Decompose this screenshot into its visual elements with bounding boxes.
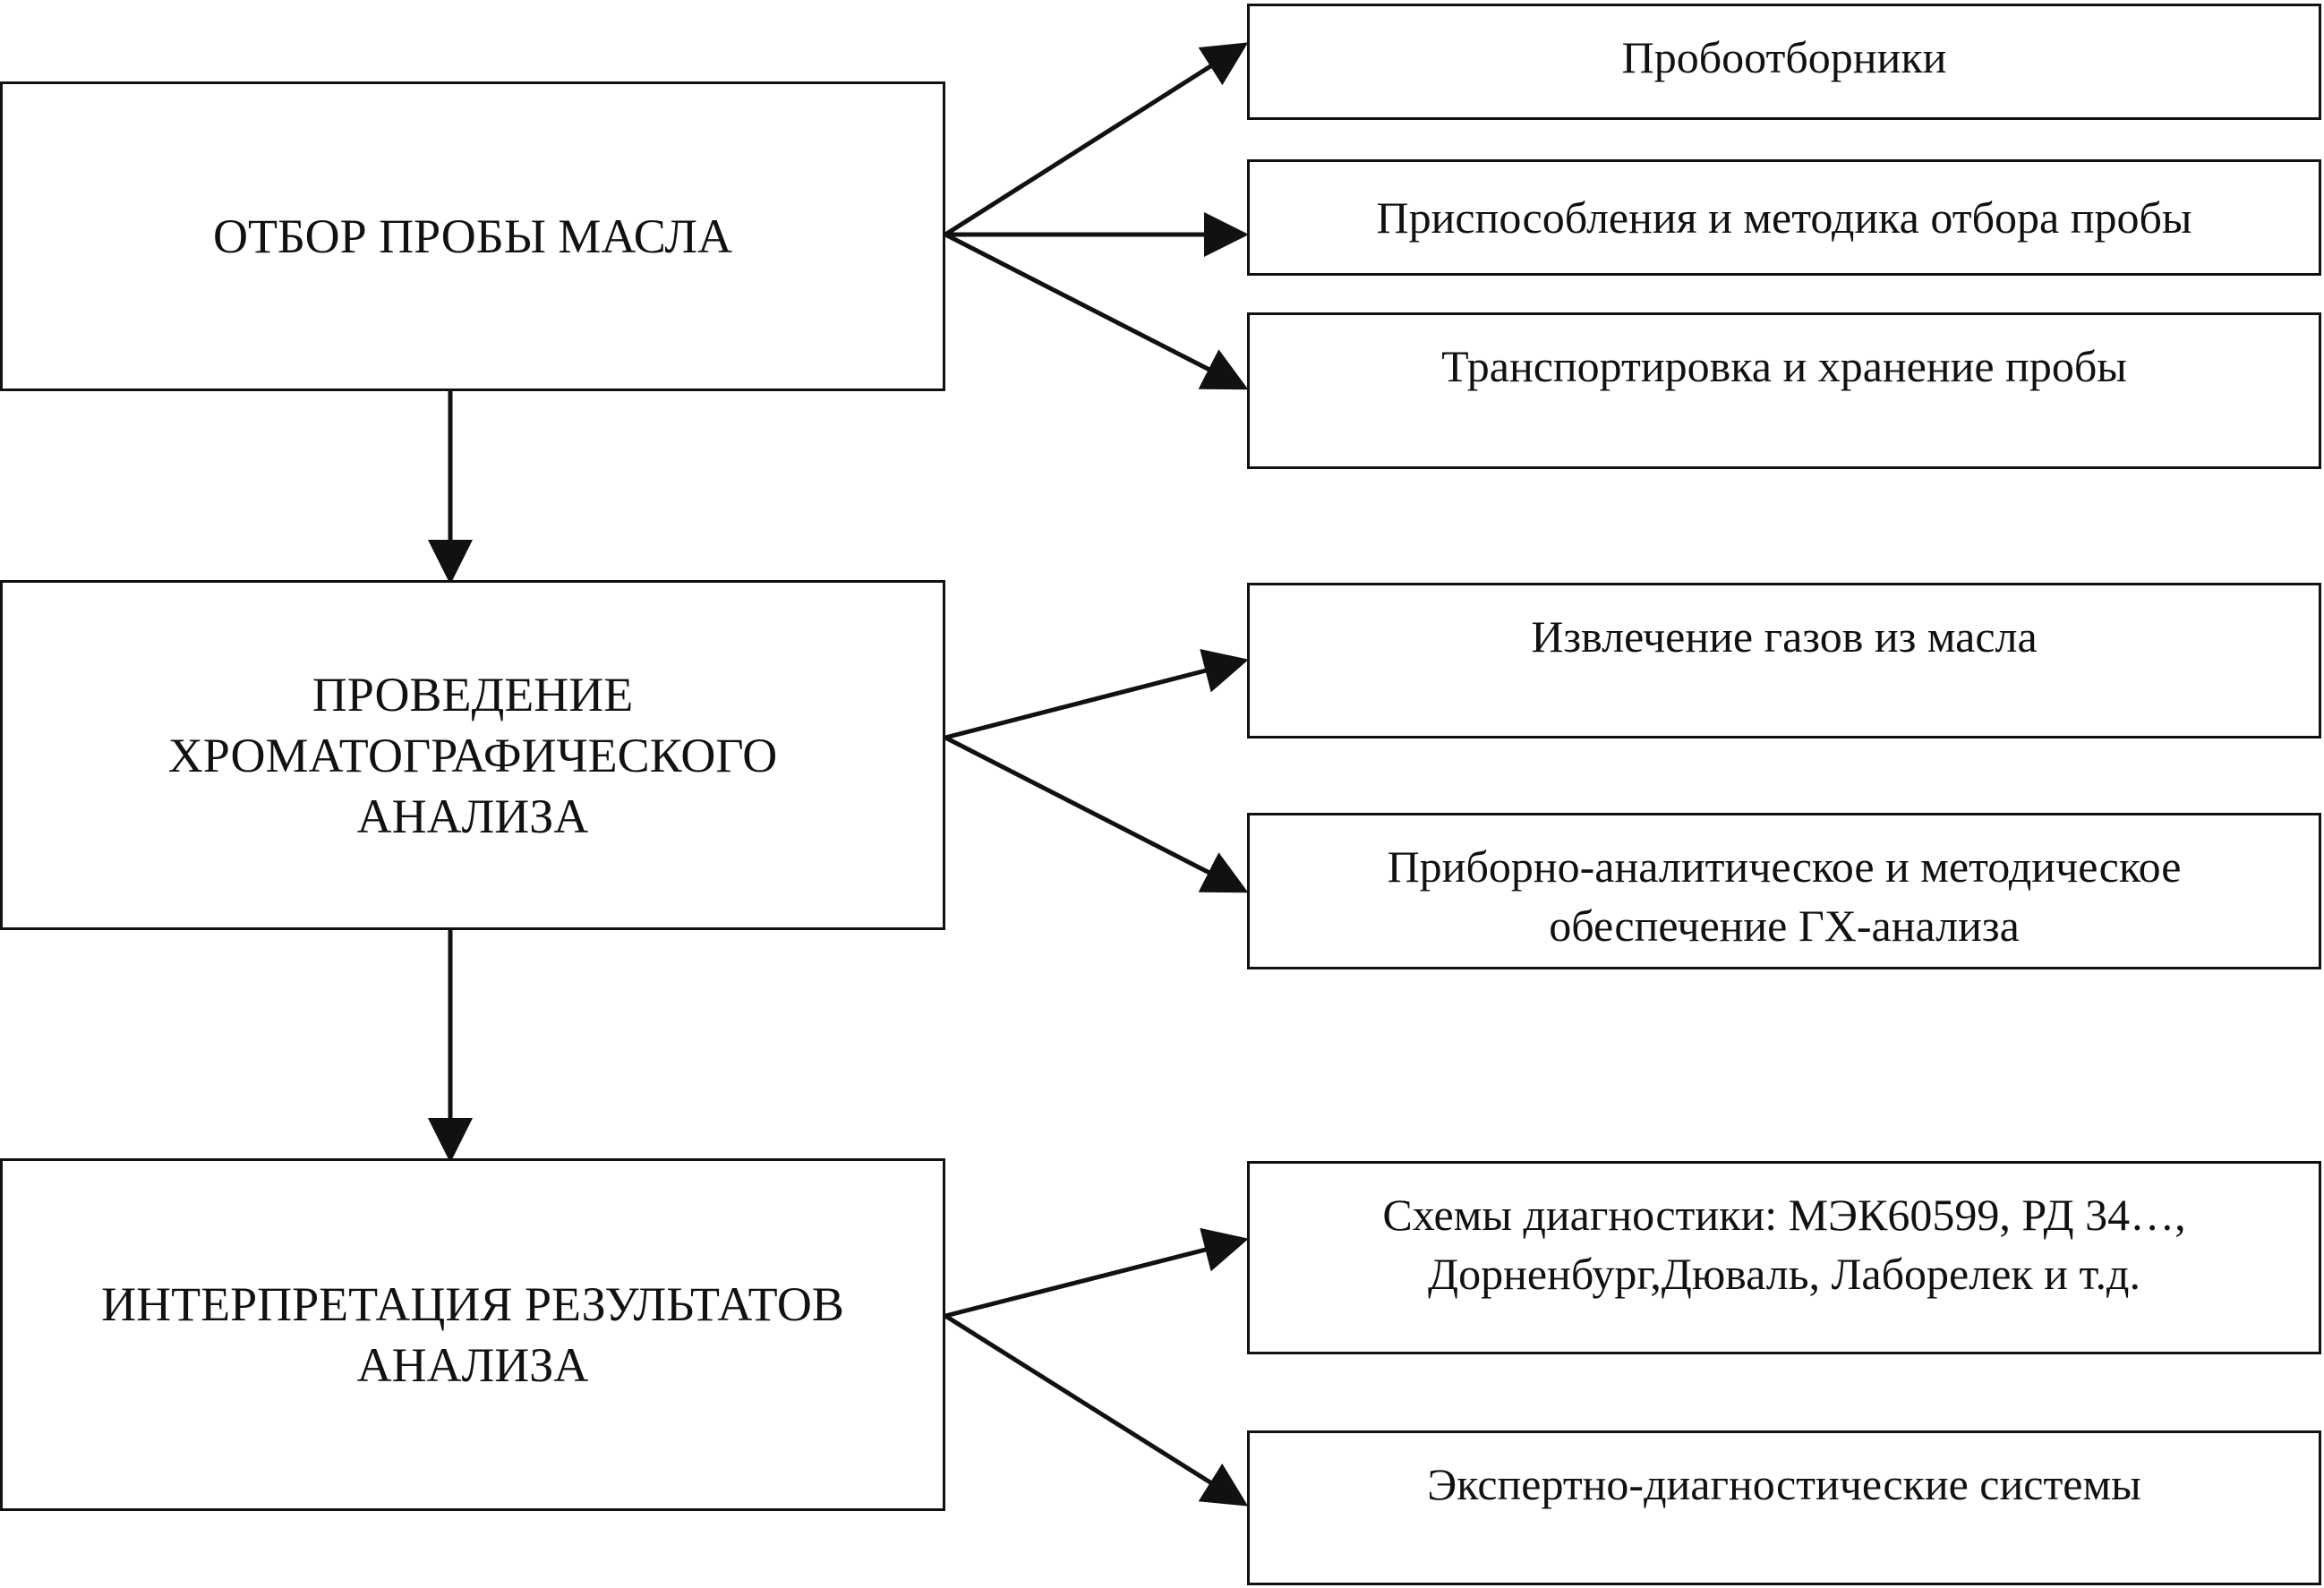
stage-label: ОТБОР ПРОБЫ МАСЛА [212, 209, 733, 263]
arrow-interpretation-1 [944, 1227, 1249, 1319]
arrow-sampling-1 [944, 42, 1249, 237]
stage-box-chromatographic-analysis: ПРОВЕДЕНИЕ ХРОМАТОГРАФИЧЕСКОГО АНАЛИЗА [0, 580, 945, 930]
stage-box-oil-sampling: ОТБОР ПРОБЫ МАСЛА [0, 81, 945, 391]
detail-box-transport-storage: Транспортировка и хранение пробы [1247, 312, 2321, 469]
stage-label: ПРОВЕДЕНИЕ ХРОМАТОГРАФИЧЕСКОГО АНАЛИЗА [167, 667, 778, 843]
stage-box-results-interpretation: ИНТЕРПРЕТАЦИЯ РЕЗУЛЬТАТОВ АНАЛИЗА [0, 1158, 945, 1511]
detail-box-samplers: Пробоотборники [1247, 4, 2321, 120]
arrow-analysis-1 [944, 649, 1249, 740]
stage-label: ИНТЕРПРЕТАЦИЯ РЕЗУЛЬТАТОВ АНАЛИЗА [101, 1277, 844, 1392]
detail-box-instrumental-support: Приборно-аналитическое и методическое об… [1247, 813, 2321, 969]
detail-box-sampling-devices-method: Приспособления и методика отбора пробы [1247, 159, 2321, 276]
detail-box-diagnostic-schemes: Схемы диагностики: МЭК60599, РД 34…, Дор… [1247, 1161, 2321, 1354]
detail-box-expert-systems: Экспертно-диагностические системы [1247, 1430, 2321, 1585]
arrow-sampling-3 [944, 232, 1249, 390]
arrow-interpretation-2 [944, 1313, 1249, 1507]
detail-box-gas-extraction: Извлечение газов из масла [1247, 583, 2321, 739]
arrow-analysis-2 [944, 735, 1249, 893]
